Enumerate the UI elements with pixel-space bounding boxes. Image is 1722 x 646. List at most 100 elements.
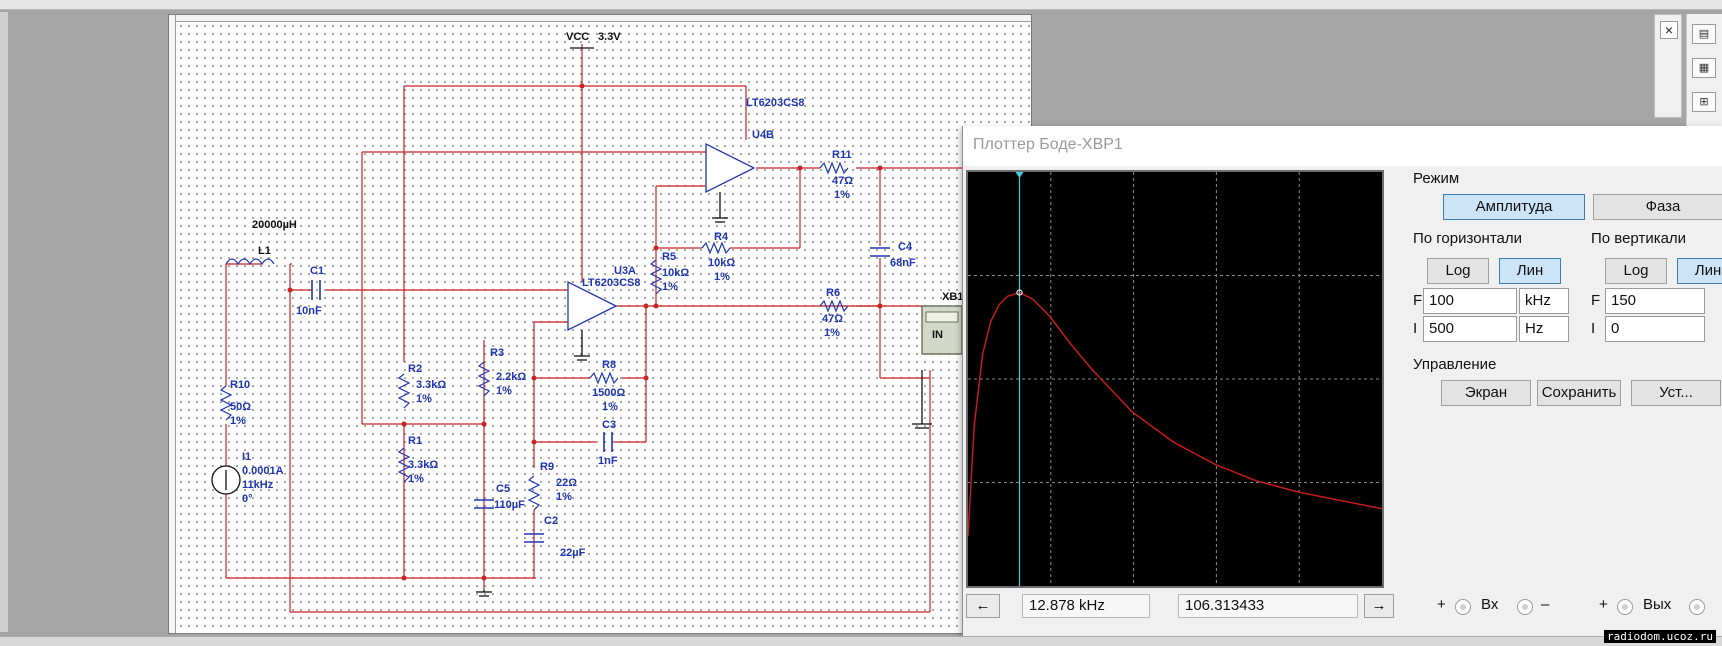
schematic-labels: VCC 3.3V LT6203CS8 U4B U3A LT6203CS8 200… [230, 31, 963, 559]
cursor-right-button[interactable]: → [1364, 594, 1394, 618]
horizontal-label: По горизонтали [1413, 230, 1523, 247]
r6-ref: R6 [826, 287, 840, 299]
sheet-ruler-left [168, 14, 176, 634]
r4-ref: R4 [714, 231, 729, 243]
r4-tol: 1% [714, 271, 730, 283]
in-plus-terminal[interactable] [1455, 599, 1471, 615]
horizontal-f-label: F [1413, 292, 1423, 309]
in-minus-terminal[interactable] [1517, 599, 1533, 615]
out-plus-label: + [1599, 596, 1608, 613]
set-button[interactable]: Уст... [1631, 380, 1721, 406]
horizontal-final-value[interactable]: 100 [1423, 288, 1517, 314]
vertical-f-label: F [1591, 292, 1601, 309]
r5-ref: R5 [662, 251, 676, 263]
r11-ref: R11 [832, 149, 852, 161]
right-scrollbar[interactable]: × [1654, 14, 1682, 118]
window-titlebar[interactable]: Плоттер Боде-XBP1 [963, 126, 1722, 166]
horizontal-initial-value[interactable]: 500 [1423, 316, 1517, 342]
vertical-log-button[interactable]: Log [1605, 258, 1667, 284]
inductor-ref: L1 [258, 245, 271, 257]
instrument-icon[interactable]: ⊞ [1692, 92, 1716, 112]
xb1-port: IN [932, 329, 943, 341]
magnitude-button[interactable]: Амплитуда [1443, 194, 1585, 220]
c5-ref: C5 [496, 483, 510, 495]
horizontal-initial-unit[interactable]: Hz [1519, 316, 1569, 342]
instrument-icon[interactable]: ▤ [1692, 24, 1716, 44]
in-plus-label: + [1437, 596, 1446, 613]
source-ref: I1 [242, 451, 251, 463]
vertical-final-value[interactable]: 150 [1605, 288, 1705, 314]
cursor-handle [1015, 172, 1024, 178]
bode-plot-svg [968, 172, 1382, 586]
horizontal-lin-button[interactable]: Лин [1499, 258, 1561, 284]
vertical-lin-button[interactable]: Лин [1677, 258, 1722, 284]
r9-tol: 1% [556, 491, 572, 503]
vcc-label: VCC [566, 31, 589, 43]
cursor-frequency: 12.878 kHz [1022, 594, 1150, 618]
inductor-value: 20000µH [252, 219, 297, 231]
r8-tol: 1% [602, 401, 618, 413]
sheet-ruler-top [168, 14, 1032, 22]
r11-value: 47Ω [832, 175, 853, 187]
c2-value: 22µF [560, 547, 586, 559]
r1-value: 3.3kΩ [408, 459, 438, 471]
r1-tol: 1% [408, 473, 424, 485]
source-line2: 11kHz [242, 479, 274, 491]
arrow-left-icon: ← [975, 597, 991, 614]
bode-plotter-window[interactable]: Плоттер Боде-XBP1 ← 12.878 kHz 106.31343… [962, 126, 1722, 636]
r2-tol: 1% [416, 393, 432, 405]
phase-button[interactable]: Фаза [1593, 194, 1722, 220]
out-minus-terminal[interactable] [1689, 599, 1705, 615]
r8-ref: R8 [602, 359, 616, 371]
cursor-value: 106.313433 [1178, 594, 1358, 618]
opamp-u3a-model: LT6203CS8 [582, 277, 641, 289]
cursor-marker [1016, 289, 1023, 296]
mode-label: Режим [1413, 170, 1460, 187]
r10-ref: R10 [230, 379, 250, 391]
r1-ref: R1 [408, 435, 422, 447]
r6-value: 47Ω [822, 313, 843, 325]
out-label: Вых [1643, 596, 1672, 613]
r5-tol: 1% [662, 281, 678, 293]
vertical-initial-value[interactable]: 0 [1605, 316, 1705, 342]
source-line3: 0° [242, 493, 253, 505]
status-bar [0, 636, 1722, 646]
r10-tol: 1% [230, 415, 246, 427]
schematic-sheet[interactable] [168, 14, 1032, 634]
instrument-icon[interactable]: ▦ [1692, 58, 1716, 78]
c3-ref: C3 [602, 419, 616, 431]
c2-ref: C2 [544, 515, 558, 527]
c1-ref: C1 [310, 265, 324, 277]
out-plus-terminal[interactable] [1617, 599, 1633, 615]
opamp-u3a-ref: U3A [614, 265, 636, 277]
bode-plot-area[interactable] [966, 170, 1384, 588]
in-minus-label: – [1541, 596, 1550, 613]
c5-value: 110µF [494, 499, 525, 511]
watermark: radiodom.ucoz.ru [1604, 630, 1716, 643]
control-label: Управление [1413, 356, 1497, 373]
close-icon[interactable]: × [1660, 21, 1678, 39]
r10-value: 50Ω [230, 401, 251, 413]
r3-value: 2.2kΩ [496, 371, 526, 383]
arrow-right-icon: → [1371, 597, 1387, 614]
r2-ref: R2 [408, 363, 422, 375]
window-title: Плоттер Боде-XBP1 [973, 136, 1123, 153]
vertical-label: По вертикали [1591, 230, 1687, 247]
left-gutter [0, 12, 8, 632]
menu-strip [0, 0, 1722, 10]
r11-tol: 1% [834, 189, 850, 201]
horizontal-log-button[interactable]: Log [1427, 258, 1489, 284]
cursor-left-button[interactable]: ← [966, 594, 1000, 618]
c3-value: 1nF [598, 455, 618, 467]
horizontal-final-unit[interactable]: kHz [1519, 288, 1569, 314]
opamp-u4b-model: LT6203CS8 [746, 97, 805, 109]
opamp-u4b-ref: U4B [752, 129, 774, 141]
c4-ref: C4 [898, 241, 913, 253]
save-button[interactable]: Сохранить [1537, 380, 1621, 406]
r9-value: 22Ω [556, 477, 577, 489]
r3-ref: R3 [490, 347, 504, 359]
reverse-button[interactable]: Экран [1441, 380, 1531, 406]
magnitude-curve [968, 291, 1382, 537]
source-line1: 0.0001A [242, 465, 284, 477]
